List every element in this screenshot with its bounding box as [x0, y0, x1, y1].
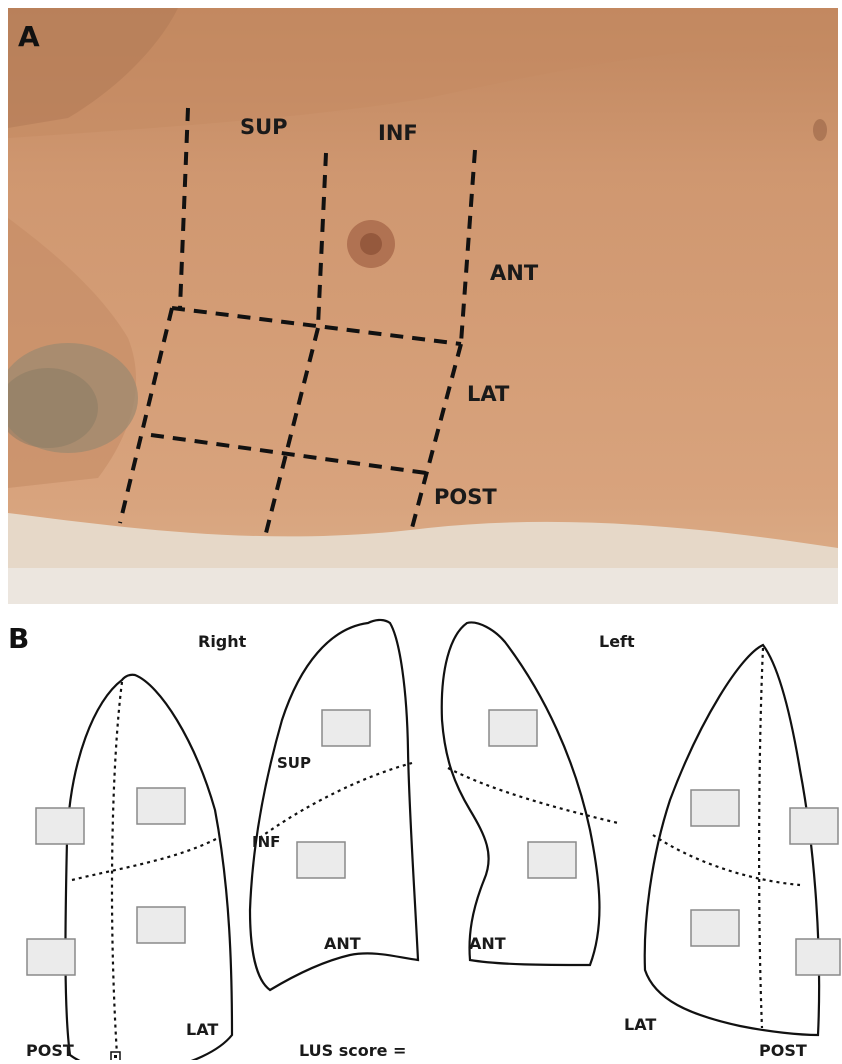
left-lung-anterior [442, 622, 600, 965]
label-b-ant-right: ANT [324, 934, 361, 953]
right-lateral-horizontal-fissure [72, 838, 218, 880]
right-lung-lateral [65, 675, 232, 1060]
label-b-post-right: POST [26, 1041, 74, 1060]
line-lat-mid [266, 328, 318, 533]
right-anterior-fissure [254, 763, 412, 842]
score-box-left-lat-inf[interactable] [691, 910, 739, 946]
score-box-left-ant-sup[interactable] [489, 710, 537, 746]
chest-photo-illustration: SUP INF ANT LAT POST [8, 8, 838, 604]
lung-diagram: Right Left SUP INF ANT ANT LAT LAT POST … [0, 610, 842, 1060]
score-box-left-ant-inf[interactable] [528, 842, 576, 878]
score-box-left-post-inf[interactable] [796, 939, 840, 975]
score-box-right-lat-inf[interactable] [137, 907, 185, 943]
lus-score-label: LUS score = [299, 1041, 406, 1060]
score-box-left-lat-sup[interactable] [691, 790, 739, 826]
score-boxes [27, 710, 840, 975]
left-lateral-horizontal-fissure [653, 835, 800, 885]
label-b-lat-right: LAT [186, 1020, 218, 1039]
score-box-right-ant-sup[interactable] [322, 710, 370, 746]
line-inf-boundary [461, 150, 475, 343]
line-sup-boundary [180, 108, 188, 308]
label-ant: ANT [490, 261, 539, 285]
chest-photo-panel: SUP INF ANT LAT POST A [8, 8, 838, 604]
label-post: POST [434, 485, 497, 509]
left-lateral-vertical-fissure [759, 648, 763, 1028]
label-left: Left [599, 632, 635, 651]
fissure-lines [72, 648, 800, 1055]
label-b-ant-left: ANT [469, 934, 506, 953]
label-lat: LAT [467, 382, 510, 406]
score-box-right-ant-inf[interactable] [297, 842, 345, 878]
diagram-labels: Right Left SUP INF ANT ANT LAT LAT POST … [26, 632, 807, 1060]
navel [813, 119, 827, 141]
lung-outlines [65, 620, 819, 1060]
score-box-left-post-sup[interactable] [790, 808, 838, 844]
label-inf: INF [378, 121, 418, 145]
lung-diagram-panel: Right Left SUP INF ANT ANT LAT LAT POST … [0, 610, 842, 1060]
label-b-inf: INF [252, 833, 280, 851]
score-box-right-post-inf[interactable] [27, 939, 75, 975]
label-b-post-left: POST [759, 1041, 807, 1060]
score-box-right-post-sup[interactable] [36, 808, 84, 844]
region-grid-lines [120, 108, 475, 533]
line-mid-boundary [318, 153, 326, 326]
score-box-right-lat-sup[interactable] [137, 788, 185, 824]
label-right: Right [198, 632, 247, 651]
label-sup: SUP [240, 115, 288, 139]
label-b-sup: SUP [277, 754, 311, 772]
panel-a-letter: A [18, 20, 40, 53]
panel-b-letter: B [8, 622, 29, 655]
label-b-lat-left: LAT [624, 1015, 656, 1034]
